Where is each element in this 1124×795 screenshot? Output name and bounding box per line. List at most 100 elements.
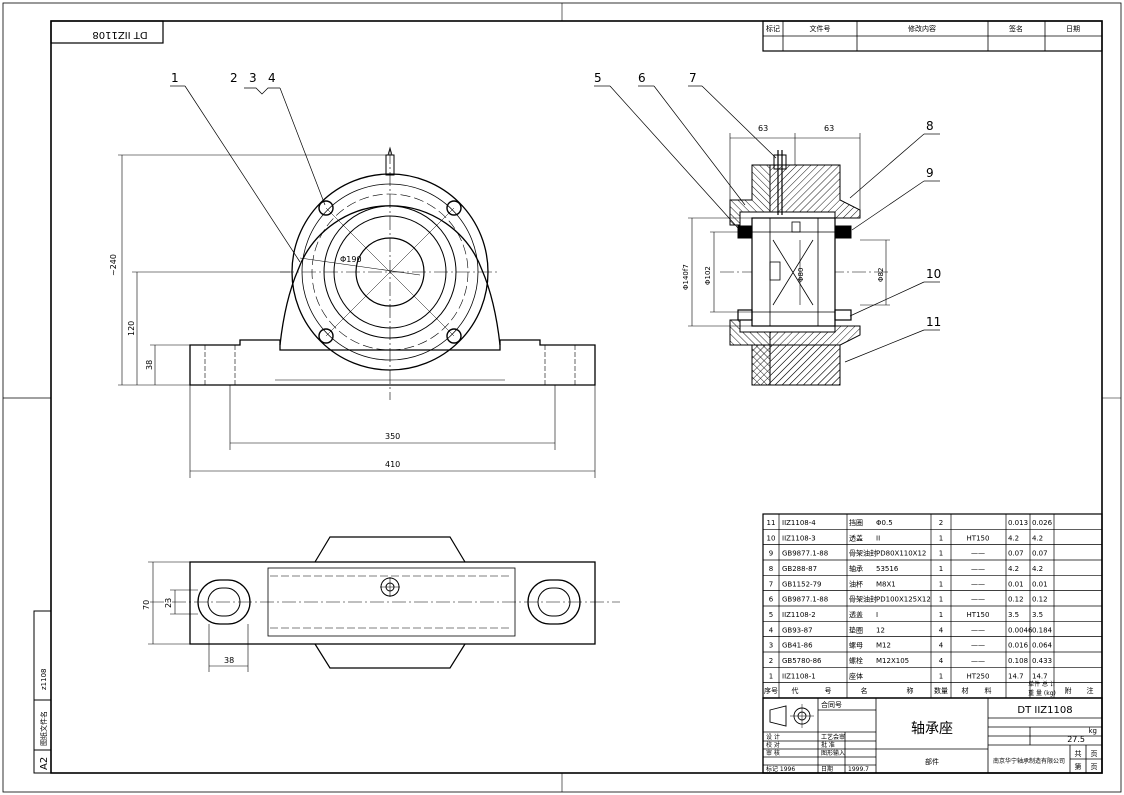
bom-cell-total_wt: 0.07 <box>1032 550 1048 558</box>
company-name: 南京华宁轴承制造有限公司 <box>993 757 1065 765</box>
bom-cell-material: HT250 <box>967 672 990 680</box>
svg-text:70: 70 <box>142 600 151 610</box>
top-dim-text: 70 23 38 <box>142 598 234 665</box>
bom-cell-unit_wt: 0.12 <box>1008 596 1024 604</box>
svg-text:Φ190: Φ190 <box>340 255 362 264</box>
bom-cell-total_wt: 0.433 <box>1032 657 1052 665</box>
svg-text:1999.7: 1999.7 <box>848 766 869 773</box>
bom-cell-code: GB93-87 <box>782 626 813 634</box>
drawing-title: 轴承座 <box>911 721 953 737</box>
front-dimensions <box>118 154 596 478</box>
bom-cell-unit_wt: 4.2 <box>1008 534 1019 542</box>
svg-text:重 量 (kg): 重 量 (kg) <box>1028 689 1056 697</box>
bom-cell-total_wt: 4.2 <box>1032 565 1043 573</box>
bom-cell-material: —— <box>971 550 985 558</box>
bom-cell-code: GB288-87 <box>782 565 817 573</box>
bom-cell-no: 10 <box>767 534 776 542</box>
drawing-number: DT IIZ1108 <box>1017 705 1072 716</box>
bom-cell-code: IIZ1108-1 <box>782 672 816 680</box>
bom-cell-no: 11 <box>767 519 776 527</box>
front-dim-text: ~240 120 38 Φ190 350 410 <box>109 254 400 469</box>
svg-text:共: 共 <box>1075 749 1082 758</box>
bom-cell-no: 8 <box>769 565 773 573</box>
svg-text:日期: 日期 <box>821 765 833 773</box>
bom-cell-unit_wt: 0.108 <box>1008 657 1028 665</box>
svg-text:10: 10 <box>926 267 941 281</box>
svg-text:9: 9 <box>926 166 934 180</box>
bom-cell-total_wt: 4.2 <box>1032 534 1043 542</box>
svg-text:签名: 签名 <box>1009 24 1023 33</box>
bom-cell-no: 1 <box>769 672 773 680</box>
side-label-name: 图纸文件名 <box>39 711 48 746</box>
svg-text:代: 代 <box>792 686 799 695</box>
svg-text:数量: 数量 <box>934 686 948 695</box>
bom-cell-unit_wt: 4.2 <box>1008 565 1019 573</box>
bom-cell-total_wt: 0.026 <box>1032 519 1053 527</box>
svg-text:校 对: 校 对 <box>766 741 780 749</box>
svg-text:部件: 部件 <box>925 757 939 766</box>
bom-cell-unit_wt: 0.0046 <box>1008 626 1033 634</box>
section-dimensions <box>688 133 890 327</box>
title-block <box>762 697 1103 774</box>
svg-text:11: 11 <box>926 315 941 329</box>
bom-cell-no: 2 <box>769 657 773 665</box>
section-dim-text: 63 63 Φ140f7 Φ102 Φ80 Φ82 <box>682 124 885 290</box>
bom-cell-unit_wt: 0.013 <box>1008 519 1028 527</box>
svg-text:页: 页 <box>1091 750 1098 758</box>
side-label-file: z1108 <box>40 669 48 691</box>
svg-text:设 计: 设 计 <box>766 733 780 741</box>
svg-text:5: 5 <box>594 71 602 85</box>
bom-cell-code: GB9877.1-88 <box>782 550 828 558</box>
bom-cell-qty: 1 <box>939 550 943 558</box>
svg-text:1: 1 <box>171 71 179 85</box>
bom-cell-spec: I <box>876 611 878 619</box>
bom-cell-code: IIZ1108-3 <box>782 534 816 542</box>
bom-cell-material: —— <box>971 626 985 634</box>
bom-cell-no: 3 <box>769 642 773 650</box>
svg-text:合同号: 合同号 <box>821 700 842 709</box>
bom-cell-code: GB9877.1-88 <box>782 596 828 604</box>
section-view <box>720 150 890 386</box>
balloon-numbers: 1 2 3 4 5 6 7 8 9 10 11 <box>171 71 941 329</box>
bom-cell-no: 4 <box>769 626 774 634</box>
revision-headers: 标记 文件号 修改内容 签名 日期 <box>766 24 1080 33</box>
svg-text:27.5: 27.5 <box>1067 735 1085 744</box>
bom-cell-material: —— <box>971 565 985 573</box>
svg-text:350: 350 <box>385 432 400 441</box>
bom-cell-spec: M12 <box>876 642 891 650</box>
bom-cell-name: 透盖 <box>849 533 863 542</box>
bom-cell-total_wt: 0.01 <box>1032 580 1048 588</box>
svg-text:日期: 日期 <box>1066 25 1080 33</box>
svg-text:2: 2 <box>230 71 238 85</box>
svg-text:批 准: 批 准 <box>821 741 835 749</box>
bom-cell-spec: PD80X110X12 <box>876 550 926 558</box>
bom-cell-name: 螺母 <box>849 641 863 650</box>
svg-text:3: 3 <box>249 71 257 85</box>
bom-cell-qty: 1 <box>939 672 943 680</box>
svg-text:63: 63 <box>758 124 768 133</box>
bom-cell-spec: PD100X125X12 <box>876 596 931 604</box>
top-dimensions <box>148 561 249 672</box>
bom-cell-material: —— <box>971 657 985 665</box>
bom-cell-name: 骨架油封 <box>849 549 877 558</box>
bom-cell-qty: 4 <box>939 657 944 665</box>
bom-cell-material: —— <box>971 580 985 588</box>
bom-cell-code: IIZ1108-2 <box>782 611 816 619</box>
bom-cell-qty: 2 <box>939 519 943 527</box>
bom-cell-unit_wt: 14.7 <box>1008 672 1024 680</box>
svg-text:号: 号 <box>825 687 832 695</box>
bom-cell-total_wt: 0.064 <box>1032 642 1053 650</box>
bom-cell-unit_wt: 0.016 <box>1008 642 1029 650</box>
svg-text:料: 料 <box>985 686 992 695</box>
bom-cell-name: 透盖 <box>849 610 863 619</box>
bom-cell-total_wt: 0.184 <box>1032 626 1053 634</box>
bom-cell-qty: 4 <box>939 626 944 634</box>
